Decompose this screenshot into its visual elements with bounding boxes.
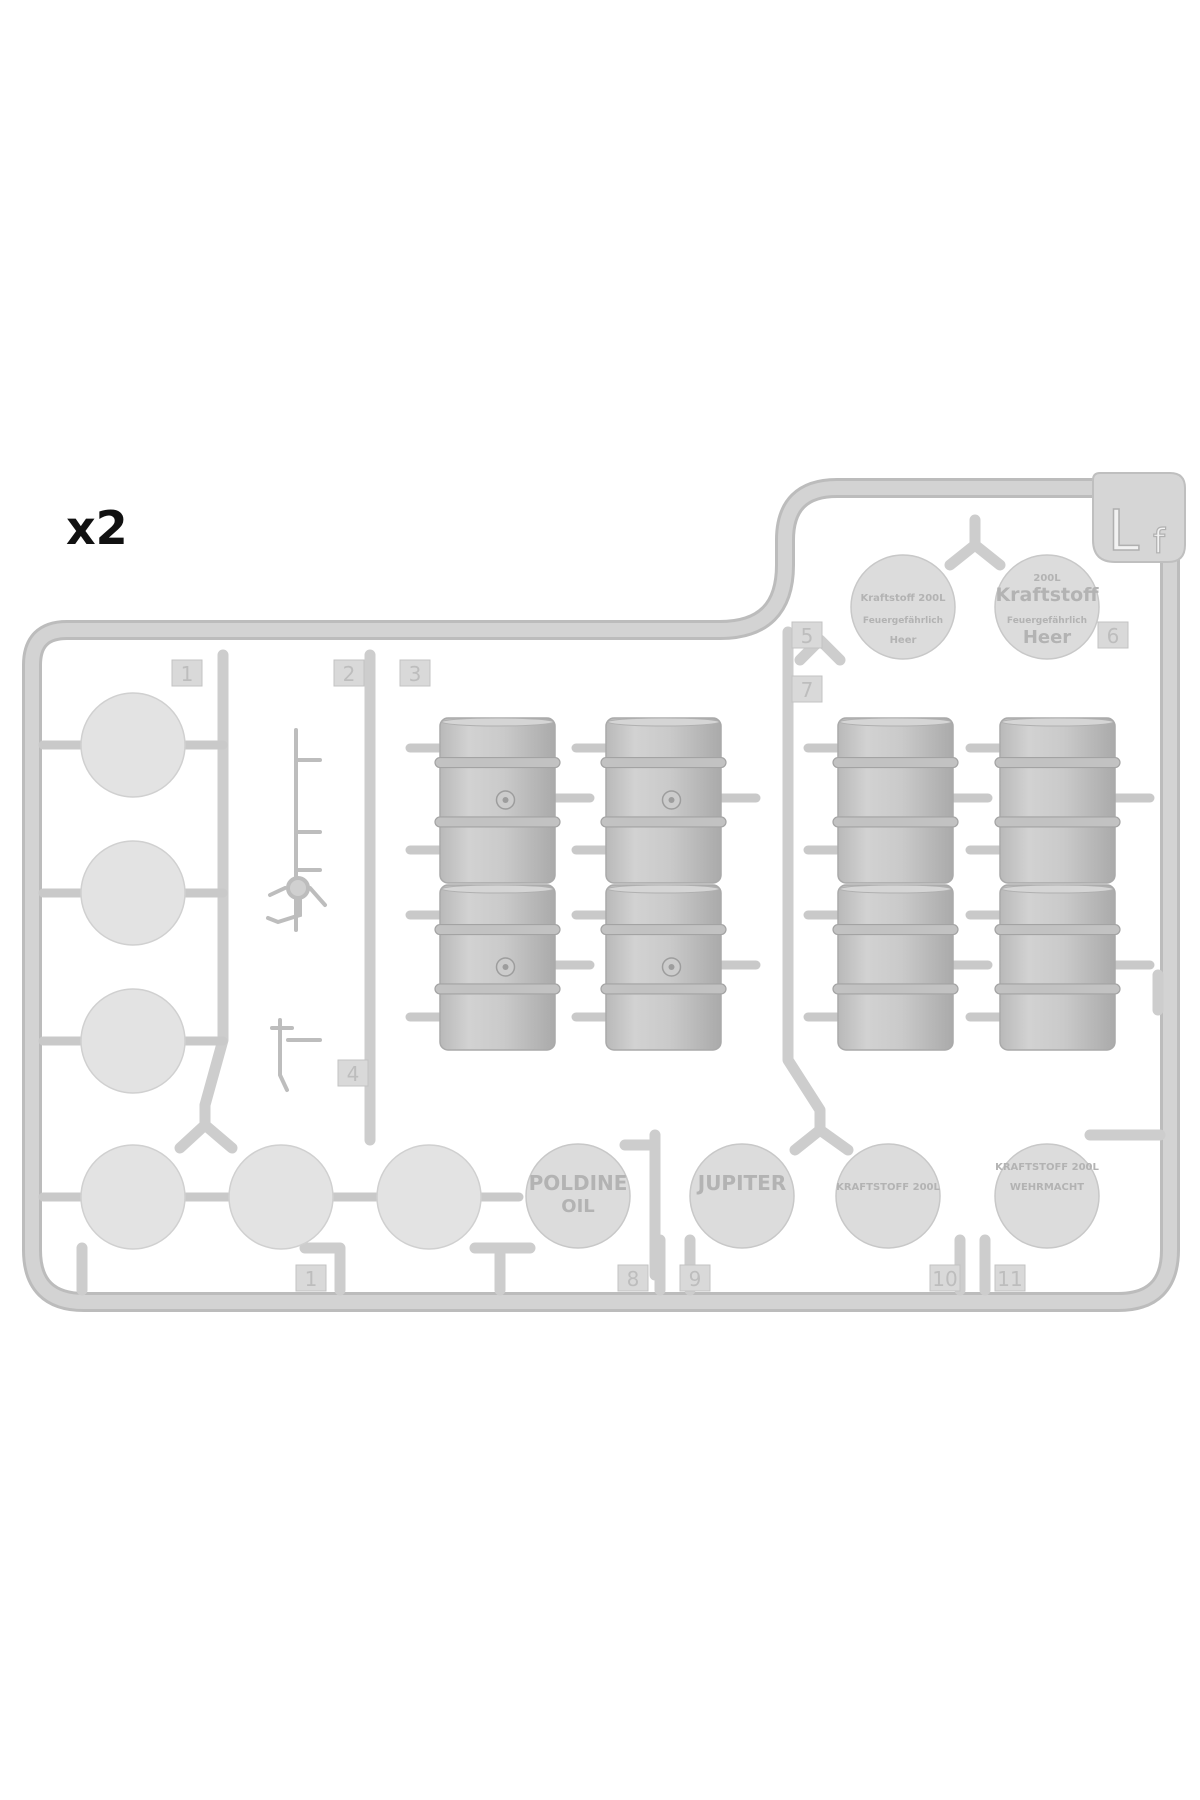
- sprue-id-box: [1092, 472, 1186, 563]
- part-tag: 1: [295, 1264, 327, 1292]
- lid-disc: [334, 1144, 524, 1250]
- part-number: 3: [409, 662, 422, 686]
- decal-discs: Kraftstoff 200LFeuergefährlichHeer200LKr…: [525, 554, 1100, 1249]
- part-tag: 1: [171, 659, 203, 687]
- part-number: 11: [997, 1267, 1022, 1291]
- fuel-drums: [405, 717, 1155, 1051]
- part-number: 2: [343, 662, 356, 686]
- part-tag: 8: [617, 1264, 649, 1292]
- decal-main-text: KRAFTSTOFF 200L: [836, 1182, 940, 1193]
- decal-disc: JUPITER: [689, 1143, 795, 1249]
- decal-disc: KRAFTSTOFF 200L WEHRMACHT: [994, 1143, 1100, 1249]
- part-number: 6: [1107, 624, 1120, 648]
- fuel-drum: [965, 717, 1155, 884]
- sprue-id-suffix: f: [1153, 522, 1166, 562]
- decal-main-text: JUPITER: [696, 1171, 787, 1195]
- part-tag: 2: [333, 659, 365, 687]
- decal-bottom-text: Heer: [890, 635, 917, 646]
- fuel-drum: [571, 717, 761, 884]
- tap-part: [270, 1018, 322, 1092]
- decal-sub-text: OIL: [561, 1196, 594, 1217]
- part-tag: 10: [929, 1264, 961, 1292]
- decal-main-text: POLDINE: [529, 1171, 628, 1195]
- part-number: 9: [689, 1267, 702, 1291]
- fuel-drum: [965, 884, 1155, 1051]
- fuel-drum: [405, 884, 595, 1051]
- fuel-drum: [405, 717, 595, 884]
- lid-disc: [38, 692, 228, 798]
- lid-disc: [38, 840, 228, 946]
- decal-bottom-text: Heer: [1023, 627, 1071, 648]
- part-tag: 6: [1097, 621, 1129, 649]
- decal-top-text: 200L: [1033, 573, 1061, 584]
- part-number: 8: [627, 1267, 640, 1291]
- part-tag: 11: [994, 1264, 1026, 1292]
- fuel-drum: [803, 717, 993, 884]
- part-number: 7: [801, 678, 814, 702]
- decal-main-text: Kraftstoff: [995, 584, 1099, 606]
- lid-discs: [38, 692, 524, 1250]
- fuel-drum: [803, 884, 993, 1051]
- part-number: 5: [801, 624, 814, 648]
- quantity-label: x2: [66, 501, 128, 555]
- fuel-drum: [571, 884, 761, 1051]
- decal-disc: KRAFTSTOFF 200L: [835, 1143, 941, 1249]
- part-number: 10: [932, 1267, 957, 1291]
- decal-main-text: WEHRMACHT: [1010, 1182, 1084, 1193]
- sprue-id-letter: L: [1108, 499, 1139, 564]
- part-number: 4: [347, 1062, 360, 1086]
- decal-top-text: KRAFTSTOFF 200L: [995, 1162, 1099, 1173]
- part-tag: 4: [337, 1059, 369, 1087]
- part-number: 1: [181, 662, 194, 686]
- spigot-part: [266, 728, 327, 932]
- lid-disc: [38, 988, 228, 1094]
- decal-sub-text: Feuergefährlich: [1007, 616, 1087, 626]
- decal-sub-text: Feuergefährlich: [863, 616, 943, 626]
- part-tag: 7: [791, 675, 823, 703]
- part-tag: 9: [679, 1264, 711, 1292]
- decal-main-text: Kraftstoff 200L: [861, 593, 947, 604]
- part-number: 1: [305, 1267, 318, 1291]
- part-tag: 3: [399, 659, 431, 687]
- part-tag: 5: [791, 621, 823, 649]
